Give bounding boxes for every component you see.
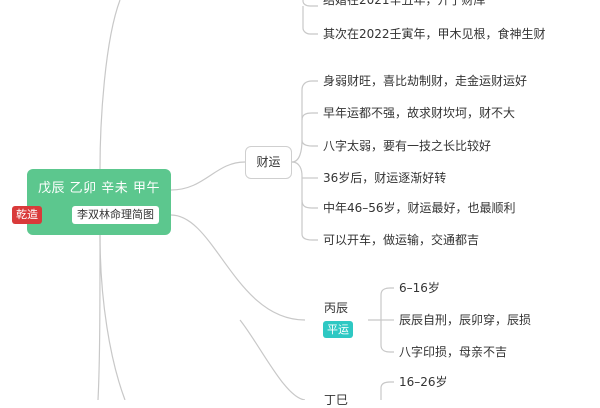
connector-bingchen-spine	[368, 287, 394, 321]
connector-caiyun-3	[291, 161, 318, 209]
bingchen-item-2: 八字印损，母亲不吉	[399, 345, 508, 359]
caiyun-item-3: 36岁后，财运逐渐好转	[323, 171, 447, 185]
connector-caiyun-5	[301, 200, 318, 241]
caiyun-item-2: 八字太弱，要有一技之长比较好	[323, 139, 492, 153]
connector-root-bingchen	[170, 214, 306, 321]
dingsi-item-0: 16–26岁	[399, 375, 448, 389]
connector-caiyun-2	[301, 139, 318, 147]
top-item-0: 结婚在2021辛丑年，开了财库	[323, 0, 486, 7]
dingsi-label[interactable]: 丁巳	[324, 393, 349, 407]
connector-dingsi-1	[380, 381, 394, 400]
caiyun-node[interactable]: 财运	[245, 146, 292, 179]
caiyun-item-1: 早年运都不强，故求财坎坷，财不大	[323, 106, 516, 120]
connector-caiyun-1	[301, 112, 318, 121]
connector-trunk-up	[99, 0, 121, 170]
connector-top-0	[302, 0, 318, 7]
bingchen-item-1: 辰辰自刑，辰卯穿，辰损	[399, 313, 532, 327]
top-item-1: 其次在2022壬寅年，甲木见根，食神生财	[323, 27, 546, 41]
name-tag: 李双林命理简图	[72, 206, 159, 224]
connector-trunk-down	[99, 234, 126, 400]
connector-caiyun-spine	[291, 80, 318, 163]
connector-root-dingsi	[239, 319, 306, 400]
root-node[interactable]: 戊辰 乙卯 辛未 甲午	[27, 169, 171, 235]
bingchen-label[interactable]: 丙辰	[324, 301, 349, 315]
bingchen-item-0: 6–16岁	[399, 281, 440, 295]
caiyun-item-4: 中年46–56岁，财运最好，也最顺利	[323, 201, 516, 215]
connector-bingchen-2	[380, 320, 394, 353]
pingyun-tag: 平运	[323, 321, 353, 338]
root-title: 戊辰 乙卯 辛未 甲午	[38, 181, 160, 196]
caiyun-item-0: 身弱财旺，喜比劫制财，走金运财运好	[323, 74, 528, 88]
connector-group	[97, 0, 394, 400]
connector-root-caiyun	[170, 161, 246, 191]
caiyun-item-5: 可以开车，做运输，交通都吉	[323, 233, 480, 247]
connector-trunk-down-2	[97, 234, 101, 400]
gender-tag: 乾造	[12, 206, 42, 224]
connector-top-1	[302, 6, 318, 35]
